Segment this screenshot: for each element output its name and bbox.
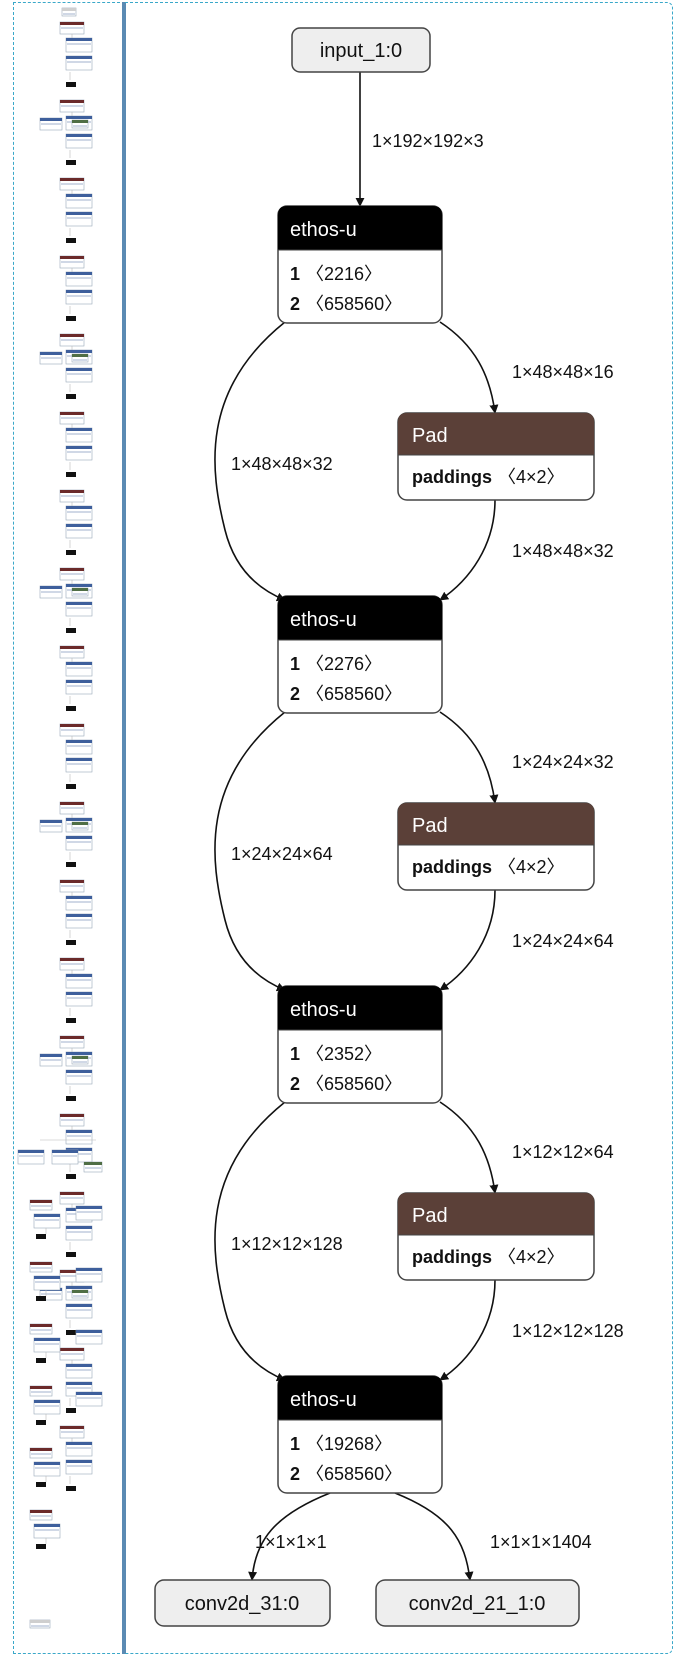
ethos-u-node[interactable]: ethos-u 1 〈2276〉 2 〈658560〉 — [277, 595, 443, 714]
ethos-u-attr-value: 〈658560〉 — [306, 684, 402, 704]
ethos-u-title: ethos-u — [290, 609, 357, 631]
edge-label-pad-out: 1×12×12×128 — [512, 1321, 624, 1341]
ethos-u-attr-value: 〈658560〉 — [306, 294, 402, 314]
edge-label-pad-in: 1×48×48×16 — [512, 362, 614, 382]
ethos-u-attr-name: 1 — [290, 1434, 300, 1454]
ethos-u-attr: 1 〈2352〉 — [290, 1044, 382, 1064]
ethos-u-node[interactable]: ethos-u 1 〈2352〉 2 〈658560〉 — [277, 985, 443, 1104]
ethos-u-attr-name: 2 — [290, 294, 300, 314]
ethos-u-attr-name: 2 — [290, 1464, 300, 1484]
minimap[interactable] — [17, 7, 103, 1629]
pad-title: Pad — [412, 425, 448, 447]
ethos-u-attr-value: 〈658560〉 — [306, 1074, 402, 1094]
ethos-u-attr-name: 2 — [290, 684, 300, 704]
pad-title: Pad — [412, 815, 448, 837]
pad-attr-value: 〈4×2〉 — [498, 857, 565, 877]
ethos-u-attr-value: 〈19268〉 — [306, 1434, 392, 1454]
ethos-u-node[interactable]: ethos-u 1 〈19268〉 2 〈658560〉 — [277, 1375, 443, 1494]
pad-attr: paddings 〈4×2〉 — [412, 1247, 565, 1267]
pad-attr-value: 〈4×2〉 — [498, 1247, 565, 1267]
edge-label-output-1: 1×1×1×1 — [255, 1532, 327, 1552]
ethos-u-attr: 1 〈2276〉 — [290, 654, 382, 674]
edge-label-input: 1×192×192×3 — [372, 131, 484, 151]
ethos-u-attr-value: 〈2216〉 — [306, 264, 382, 284]
ethos-u-attr-value: 〈658560〉 — [306, 1464, 402, 1484]
ethos-u-node[interactable]: ethos-u 1 〈2216〉 2 〈658560〉 — [277, 205, 443, 324]
ethos-u-attr-value: 〈2352〉 — [306, 1044, 382, 1064]
ethos-u-attr-name: 1 — [290, 654, 300, 674]
pad-node[interactable]: Pad paddings 〈4×2〉 — [397, 802, 595, 891]
ethos-u-attr: 2 〈658560〉 — [290, 684, 402, 704]
output-node[interactable]: conv2d_21_1:0 — [375, 1579, 580, 1627]
graph-frame — [125, 2, 673, 1654]
input-node[interactable]: input_1:0 — [291, 27, 431, 73]
ethos-u-title: ethos-u — [290, 999, 357, 1021]
edge-label-pad-in: 1×12×12×64 — [512, 1142, 614, 1162]
input-node-label: input_1:0 — [320, 40, 402, 62]
ethos-u-attr-name: 1 — [290, 264, 300, 284]
pad-node[interactable]: Pad paddings 〈4×2〉 — [397, 412, 595, 501]
ethos-u-attr: 2 〈658560〉 — [290, 294, 402, 314]
ethos-u-attr: 1 〈2216〉 — [290, 264, 382, 284]
minimap-frame — [13, 2, 120, 1654]
output-node-label: conv2d_21_1:0 — [409, 1593, 546, 1615]
pad-node[interactable]: Pad paddings 〈4×2〉 — [397, 1192, 595, 1281]
pad-attr-name: paddings — [412, 857, 492, 877]
edge-label-output-2: 1×1×1×1404 — [490, 1532, 592, 1552]
pad-title: Pad — [412, 1205, 448, 1227]
panel-divider[interactable] — [122, 2, 126, 1654]
edge-label-pad-in: 1×24×24×32 — [512, 752, 614, 772]
pad-attr: paddings 〈4×2〉 — [412, 857, 565, 877]
ethos-u-title: ethos-u — [290, 1389, 357, 1411]
ethos-u-attr-name: 1 — [290, 1044, 300, 1064]
edge-label-bypass: 1×12×12×128 — [231, 1234, 343, 1254]
ethos-u-attr: 2 〈658560〉 — [290, 1074, 402, 1094]
output-node-label: conv2d_31:0 — [185, 1593, 300, 1615]
ethos-u-attr: 2 〈658560〉 — [290, 1464, 402, 1484]
pad-attr-name: paddings — [412, 467, 492, 487]
edge-label-bypass: 1×24×24×64 — [231, 844, 333, 864]
ethos-u-attr-value: 〈2276〉 — [306, 654, 382, 674]
edge-label-pad-out: 1×48×48×32 — [512, 541, 614, 561]
ethos-u-attr: 1 〈19268〉 — [290, 1434, 392, 1454]
pad-attr-value: 〈4×2〉 — [498, 467, 565, 487]
edge-label-bypass: 1×48×48×32 — [231, 454, 333, 474]
output-node[interactable]: conv2d_31:0 — [154, 1579, 331, 1627]
ethos-u-title: ethos-u — [290, 219, 357, 241]
pad-attr-name: paddings — [412, 1247, 492, 1267]
ethos-u-attr-name: 2 — [290, 1074, 300, 1094]
edge-label-pad-out: 1×24×24×64 — [512, 931, 614, 951]
pad-attr: paddings 〈4×2〉 — [412, 467, 565, 487]
